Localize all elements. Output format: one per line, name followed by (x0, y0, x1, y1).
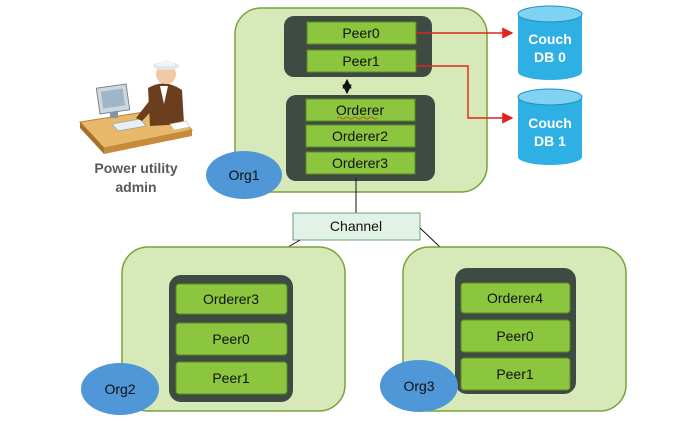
peer1-to-couchdb1-arrow (416, 65, 514, 124)
org1-orderer-label: Orderer (336, 102, 385, 118)
org2-peer1-node (175, 361, 288, 395)
org2-orderer3-label: Orderer3 (203, 291, 259, 307)
org2-orderer3-node (175, 283, 288, 315)
org1-orderer-node (305, 98, 416, 122)
channel-box (292, 212, 421, 241)
org3-peer1-label: Peer1 (496, 366, 534, 382)
couchdb0-cylinder (517, 5, 583, 80)
org3-oval (380, 360, 458, 412)
couchdb1-label-line1: Couch (528, 115, 572, 131)
org3-name: Org3 (403, 378, 434, 394)
org1-orderer3-node (305, 151, 416, 175)
org1-orderer2-label: Orderer2 (332, 128, 388, 144)
admin-label-line1: Power utility (94, 160, 177, 176)
org2-peer1-label: Peer1 (212, 370, 250, 386)
org1-orderer3-label: Orderer3 (332, 155, 388, 171)
org1-peer1-node (306, 49, 417, 73)
org3-peer0-label: Peer0 (496, 328, 534, 344)
org2-name: Org2 (104, 381, 135, 397)
spellcheck-underline (336, 116, 378, 120)
org1-orderer2-node (305, 124, 416, 148)
admin-label-line2: admin (115, 179, 156, 195)
org1-peer1-label: Peer1 (342, 53, 380, 69)
org3-peer1-node (460, 357, 571, 391)
couchdb1-label-line2: DB 1 (534, 133, 566, 149)
org3-orderer4-node (460, 282, 571, 314)
org1-oval (206, 151, 282, 199)
couchdb0-label-line1: Couch (528, 31, 572, 47)
couchdb0-label-line2: DB 0 (534, 49, 566, 65)
org3-peer0-node (460, 319, 571, 353)
org2-oval (81, 363, 159, 415)
org2-peer0-node (175, 322, 288, 356)
org3-orderer4-label: Orderer4 (487, 290, 543, 306)
channel-label: Channel (330, 218, 382, 234)
admin-illustration (78, 60, 194, 154)
org1-peer0-label: Peer0 (342, 25, 380, 41)
org2-peer0-label: Peer0 (212, 331, 250, 347)
org1-name: Org1 (228, 167, 259, 183)
couchdb1-cylinder (517, 88, 583, 165)
